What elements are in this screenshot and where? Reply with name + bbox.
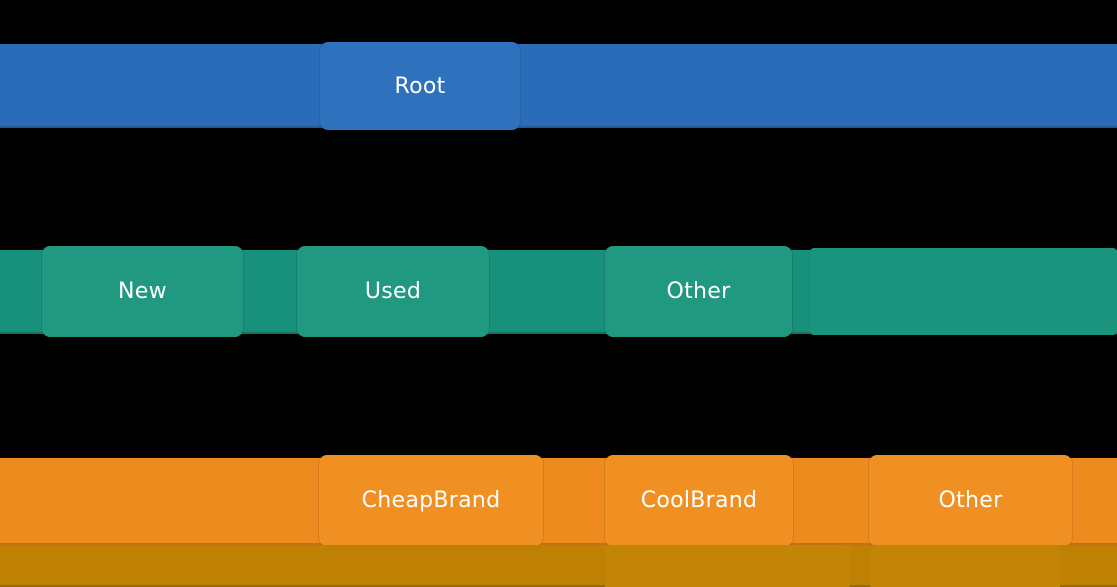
tree-node-level1-new[interactable]: New xyxy=(42,246,243,337)
tree-segment-level1-0 xyxy=(810,248,1117,335)
tree-node-label: Root xyxy=(394,73,446,99)
tree-node-label: CoolBrand xyxy=(640,488,758,513)
tree-node-label: New xyxy=(118,279,167,304)
tree-node-label: Other xyxy=(938,488,1003,513)
tree-node-label: Other xyxy=(666,279,731,304)
tree-segment-level3-partial-1 xyxy=(870,545,1060,587)
tree-node-level1-used[interactable]: Used xyxy=(297,246,489,337)
tree-node-level2-coolbrand[interactable]: CoolBrand xyxy=(605,455,793,546)
tree-node-root-root[interactable]: Root xyxy=(320,42,520,130)
tree-band-root xyxy=(0,44,1117,128)
tree-node-level1-other[interactable]: Other xyxy=(605,246,792,337)
tree-node-level2-other[interactable]: Other xyxy=(869,455,1072,546)
tree-node-level2-cheapbrand[interactable]: CheapBrand xyxy=(319,455,543,546)
tree-segment-level3-partial-0 xyxy=(605,545,850,587)
tree-node-label: Used xyxy=(364,279,422,304)
tree-node-label: CheapBrand xyxy=(361,488,501,513)
